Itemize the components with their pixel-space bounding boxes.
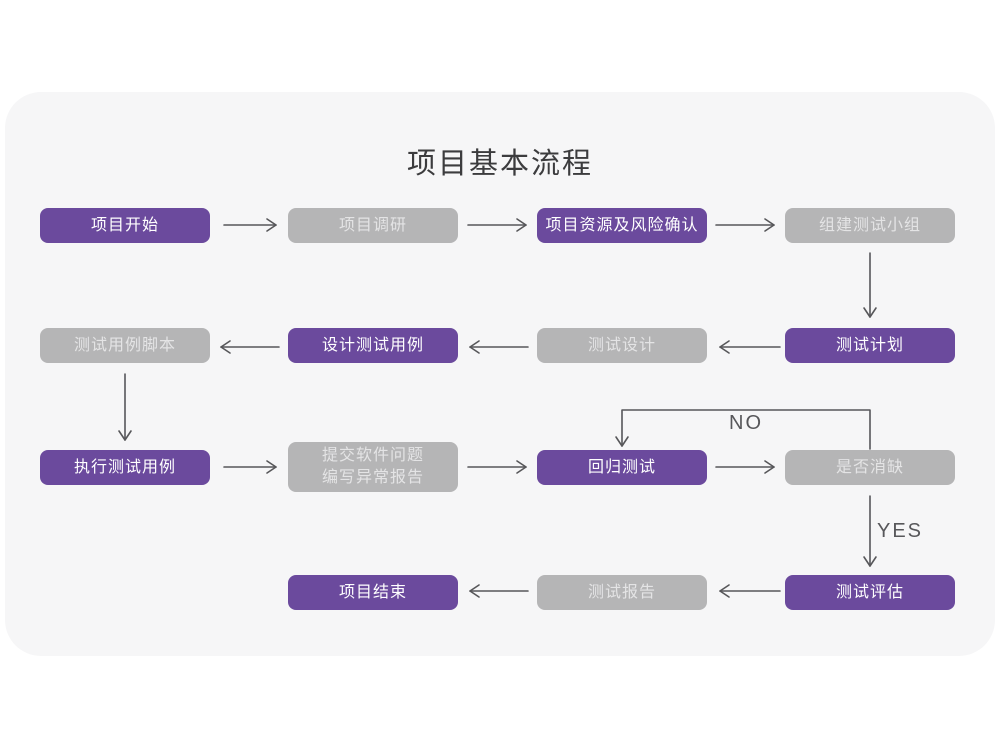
node-defect-cleared-decision: 是否消缺	[785, 450, 955, 485]
node-project-research: 项目调研	[288, 208, 458, 243]
node-test-case-script: 测试用例脚本	[40, 328, 210, 363]
node-submit-issue-report: 提交软件问题 编写异常报告	[288, 442, 458, 492]
node-test-design: 测试设计	[537, 328, 707, 363]
no-branch-label: NO	[729, 412, 763, 434]
node-project-start: 项目开始	[40, 208, 210, 243]
node-execute-test-cases: 执行测试用例	[40, 450, 210, 485]
flowchart-card	[5, 92, 995, 656]
node-project-end: 项目结束	[288, 575, 458, 610]
node-test-plan: 测试计划	[785, 328, 955, 363]
node-regression-test: 回归测试	[537, 450, 707, 485]
node-resource-risk-confirm: 项目资源及风险确认	[537, 208, 707, 243]
node-test-report: 测试报告	[537, 575, 707, 610]
yes-branch-label: YES	[877, 520, 924, 542]
node-design-test-cases: 设计测试用例	[288, 328, 458, 363]
node-test-evaluation: 测试评估	[785, 575, 955, 610]
node-build-test-team: 组建测试小组	[785, 208, 955, 243]
page-title: 项目基本流程	[406, 148, 593, 180]
